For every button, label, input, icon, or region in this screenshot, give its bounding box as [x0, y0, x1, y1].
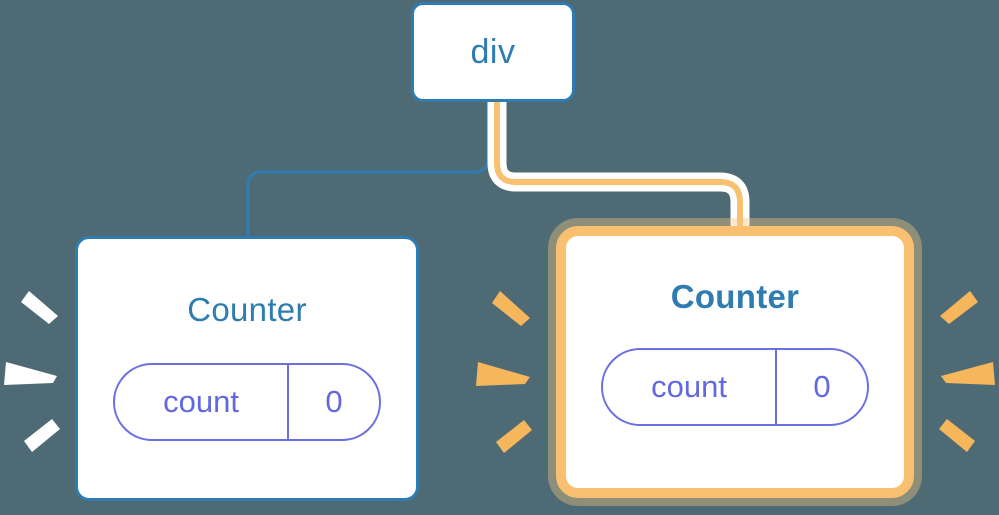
node-counter-right[interactable]: Counter count 0 [556, 226, 914, 498]
burst-ray-left-middle [4, 362, 57, 385]
burst-ray-right-bottom [939, 419, 975, 452]
state-pill-right: count 0 [601, 348, 869, 426]
burst-ray-left-bottom [24, 419, 60, 452]
burst-ray-middle-middle [476, 362, 530, 386]
edge-div-to-right-counter [494, 100, 743, 236]
state-pill-left: count 0 [113, 363, 381, 441]
burst-ray-right-middle [941, 362, 995, 385]
burst-ray-middle-bottom [496, 420, 532, 453]
edge-div-to-left-counter [246, 100, 490, 236]
node-counter-left-label: Counter [187, 291, 307, 328]
state-pill-left-value: 0 [287, 365, 379, 439]
burst-ray-middle-top [492, 291, 530, 326]
burst-middle-group [476, 291, 532, 453]
burst-right-group [939, 291, 995, 452]
node-div[interactable]: div [411, 2, 575, 102]
node-div-label: div [470, 32, 516, 71]
burst-ray-right-top [940, 291, 978, 324]
burst-ray-left-top [21, 291, 58, 324]
node-counter-right-label: Counter [670, 278, 800, 315]
state-pill-left-key: count [163, 384, 239, 419]
burst-left-group [4, 291, 60, 452]
state-pill-right-value: 0 [775, 350, 867, 424]
node-counter-left[interactable]: Counter count 0 [75, 236, 419, 501]
state-pill-right-key: count [651, 369, 727, 404]
